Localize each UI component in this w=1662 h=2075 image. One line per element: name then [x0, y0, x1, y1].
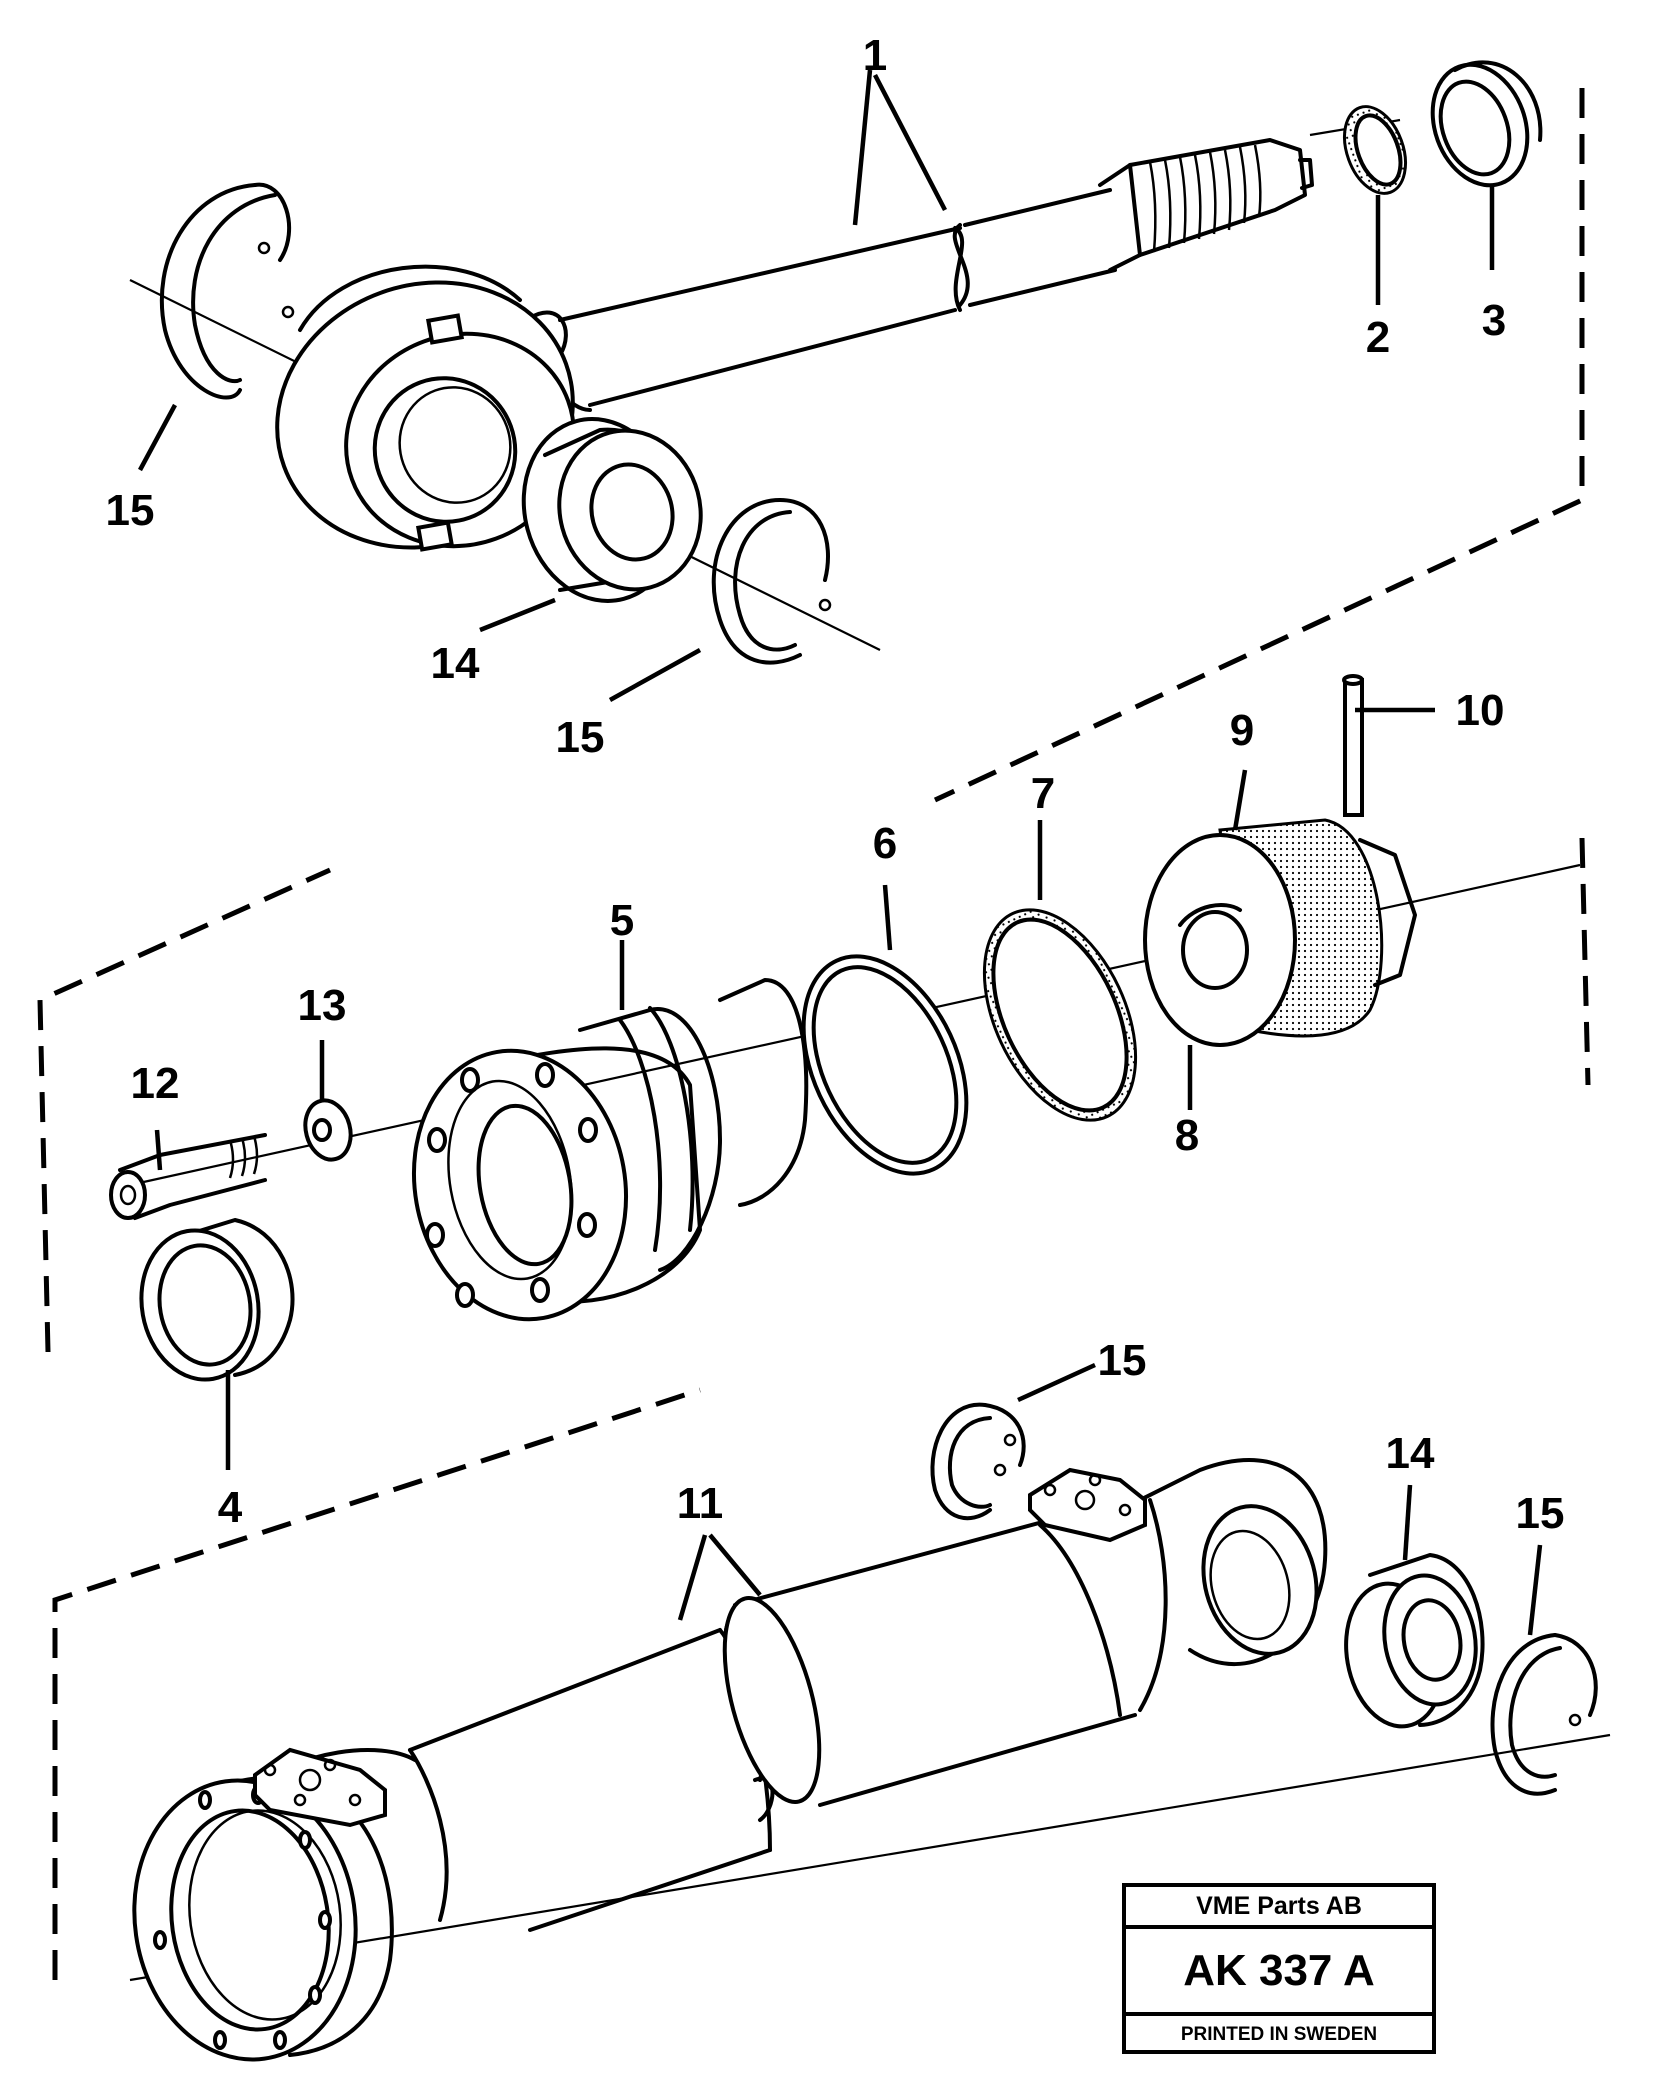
callout-15-top-left: 15 — [106, 486, 155, 535]
circlip-15-top-left — [159, 182, 295, 400]
circlip-15-bottom-middle — [930, 1402, 1026, 1521]
callout-1: 1 — [863, 31, 887, 80]
callout-14-top: 14 — [431, 639, 480, 688]
spherical-bearing-14-bottom — [1344, 1553, 1485, 1729]
callout-12: 12 — [131, 1059, 180, 1108]
callout-7: 7 — [1031, 769, 1055, 818]
callout-15-top-middle: 15 — [556, 713, 605, 762]
callout-8: 8 — [1175, 1111, 1199, 1160]
callout-4: 4 — [218, 1483, 243, 1532]
callout-14-bottom: 14 — [1386, 1429, 1435, 1478]
callout-6: 6 — [873, 819, 897, 868]
piston-9 — [1143, 818, 1417, 1047]
seal-2 — [1343, 105, 1407, 195]
callout-10: 10 — [1456, 686, 1505, 735]
cylinder-head-5 — [411, 978, 809, 1322]
wiper-4 — [139, 1218, 295, 1382]
spherical-bearing-14-top — [521, 417, 703, 603]
callout-15-bottom-right: 15 — [1516, 1489, 1565, 1538]
piston-rod — [129, 118, 1401, 651]
callout-13: 13 — [298, 981, 347, 1030]
assembly-frame-top — [933, 88, 1585, 803]
cylinder-tube — [132, 1458, 1328, 2062]
callout-2: 2 — [1366, 313, 1390, 362]
printed-note: PRINTED IN SWEDEN — [1180, 2024, 1378, 2045]
circlip-15-top-middle — [711, 498, 832, 665]
callout-15-bottom-middle: 15 — [1098, 1336, 1147, 1385]
drawing-code: AK 337 A — [1126, 1929, 1432, 2016]
callout-3: 3 — [1482, 296, 1506, 345]
o-ring-6 — [801, 954, 969, 1176]
circlip-15-bottom-right — [1490, 1633, 1598, 1796]
wiper-3 — [1430, 60, 1543, 188]
company-name: VME Parts AB — [1126, 1887, 1432, 1929]
assembly-frame-bottom — [52, 1387, 701, 1980]
callout-5: 5 — [610, 896, 634, 945]
backup-ring-7 — [982, 908, 1138, 1122]
title-block: VME Parts AB AK 337 A PRINTED IN SWEDEN — [1122, 1883, 1436, 2054]
screw-12 — [109, 1133, 267, 1220]
leader-lines — [138, 69, 1543, 1636]
callout-9: 9 — [1230, 706, 1254, 755]
pin-10 — [1342, 674, 1364, 817]
rod-thread — [1148, 144, 1262, 253]
bottom-centre-axis — [129, 1733, 1611, 1982]
assembly-frame-middle — [37, 837, 1591, 1353]
washer-13 — [303, 1098, 353, 1162]
callout-11: 11 — [677, 1479, 724, 1528]
